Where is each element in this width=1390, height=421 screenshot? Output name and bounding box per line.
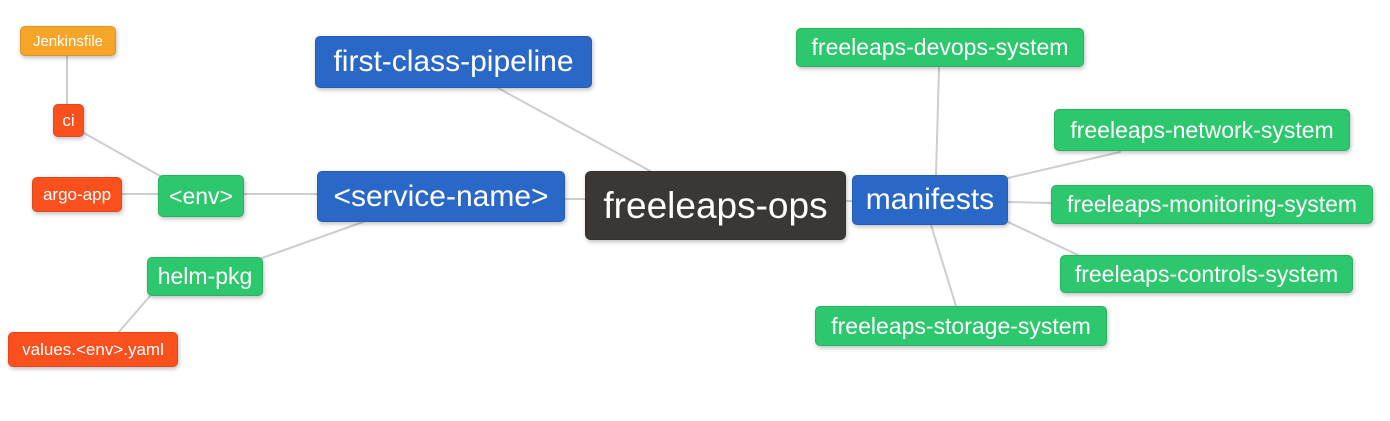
edge-ops-first-class: [497, 87, 653, 173]
node-controls-system[interactable]: freeleaps-controls-system: [1060, 255, 1353, 293]
edge-helm-values: [117, 295, 151, 334]
edge-service-helm-pkg: [261, 221, 364, 259]
node-network-system[interactable]: freeleaps-network-system: [1054, 109, 1350, 151]
node-jenkinsfile[interactable]: Jenkinsfile: [20, 26, 116, 56]
edge-env-ci: [83, 132, 161, 177]
node-monitoring-system[interactable]: freeleaps-monitoring-system: [1051, 185, 1373, 224]
node-manifests[interactable]: manifests: [852, 175, 1008, 225]
node-env[interactable]: <env>: [158, 175, 244, 217]
edge-manifests-network: [1007, 151, 1121, 179]
edge-manifests-monitoring: [1007, 201, 1052, 204]
edge-manifests-storage: [930, 224, 957, 307]
node-argo-app[interactable]: argo-app: [32, 177, 122, 212]
node-service-name[interactable]: <service-name>: [317, 171, 565, 222]
edge-manifests-controls: [1007, 221, 1081, 257]
node-ci[interactable]: ci: [53, 104, 84, 137]
node-helm-pkg[interactable]: helm-pkg: [147, 257, 263, 296]
node-devops-system[interactable]: freeleaps-devops-system: [796, 28, 1084, 67]
node-freeleaps-ops[interactable]: freeleaps-ops: [585, 171, 846, 240]
edge-manifests-devops: [935, 67, 940, 176]
node-storage-system[interactable]: freeleaps-storage-system: [815, 306, 1107, 346]
node-first-class-pipeline[interactable]: first-class-pipeline: [315, 36, 592, 88]
node-values-env-yaml[interactable]: values.<env>.yaml: [8, 332, 178, 367]
